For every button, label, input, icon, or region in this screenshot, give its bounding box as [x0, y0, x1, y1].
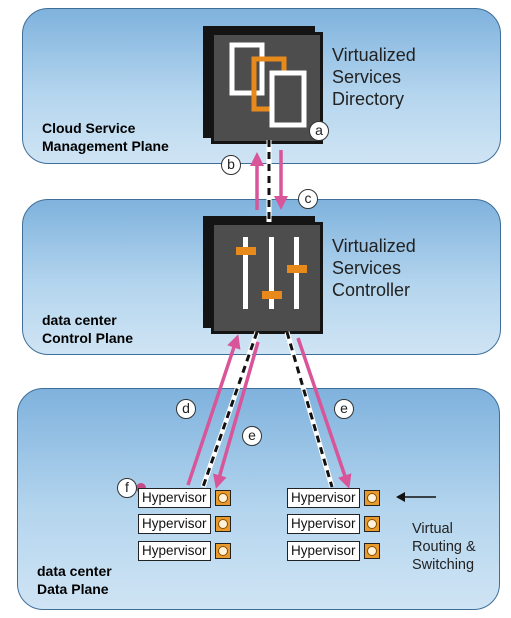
hypervisor-label: Hypervisor: [287, 541, 360, 561]
data-plane: [17, 388, 500, 610]
hypervisor-left-1: Hypervisor: [138, 488, 231, 508]
controller-label: Virtualized Services Controller: [332, 236, 416, 300]
hypervisor-label: Hypervisor: [138, 541, 211, 561]
hypervisor-label: Hypervisor: [287, 514, 360, 534]
stacked-windows-icon: [211, 32, 323, 144]
gear-icon: [363, 516, 380, 532]
gear-icon: [214, 516, 231, 532]
gear-icon: [214, 543, 231, 559]
gear-icon: [214, 490, 231, 506]
hypervisor-right-2: Hypervisor: [287, 514, 380, 534]
marker-e-right: e: [334, 399, 354, 419]
hypervisor-left-3: Hypervisor: [138, 541, 231, 561]
gear-icon: [363, 543, 380, 559]
hypervisor-label: Hypervisor: [287, 488, 360, 508]
arrow-e-left: [213, 341, 260, 489]
cloud-plane-label: Cloud Service Management Plane: [42, 120, 169, 154]
data-plane-label: data center Data Plane: [37, 563, 112, 597]
arrow-d: [186, 334, 241, 486]
marker-f: f: [117, 478, 137, 498]
virtual-routing-switching-label: Virtual Routing & Switching: [412, 521, 476, 573]
hypervisor-left-2: Hypervisor: [138, 514, 231, 534]
directory-icon-block: [203, 26, 327, 144]
directory-label: Virtualized Services Directory: [332, 45, 416, 109]
marker-e-left: e: [242, 426, 262, 446]
hypervisor-right-3: Hypervisor: [287, 541, 380, 561]
marker-b: b: [221, 155, 241, 175]
marker-c: c: [298, 189, 318, 209]
control-plane-label: data center Control Plane: [42, 312, 134, 346]
marker-d: d: [176, 399, 196, 419]
arrow-e-right: [296, 337, 352, 489]
gear-icon: [363, 490, 380, 506]
hypervisor-label: Hypervisor: [138, 514, 211, 534]
controller-icon-block: [203, 216, 327, 336]
marker-a: a: [309, 121, 329, 141]
hypervisor-right-1: Hypervisor: [287, 488, 380, 508]
hypervisor-label: Hypervisor: [138, 488, 211, 508]
slider-controls-icon: [211, 222, 323, 334]
